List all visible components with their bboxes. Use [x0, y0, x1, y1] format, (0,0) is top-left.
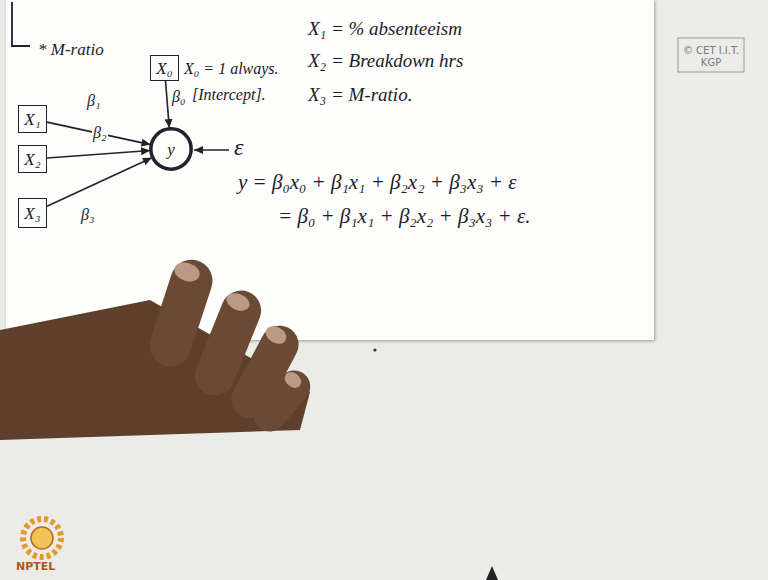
node-text: X₂	[22, 151, 42, 168]
error-arrow	[194, 149, 229, 151]
watermark: © CET I.I.T. KGP	[680, 40, 742, 68]
logo-center	[31, 527, 53, 549]
arrow-line	[166, 81, 170, 128]
output-circle: y	[150, 128, 192, 170]
variable-box: X₂	[18, 145, 47, 173]
note-text: [Intercept].	[192, 86, 266, 104]
note-text: X₁ = % absenteeism	[308, 18, 462, 40]
fingernail	[172, 259, 202, 284]
variable-box: X₀	[150, 55, 179, 81]
circle-shape	[151, 129, 191, 169]
fingernail	[224, 290, 252, 314]
coefficient-label: β₀	[171, 88, 187, 106]
coefficient-label: β₃	[80, 206, 96, 224]
pointer-tip	[486, 566, 498, 580]
node-text: X₀	[154, 60, 174, 77]
coefficient-label: β₂	[92, 124, 108, 142]
nptel-logo	[23, 519, 61, 557]
note-text: X₃ = M-ratio.	[308, 84, 412, 106]
finger	[247, 364, 317, 438]
fingernail	[263, 323, 290, 347]
coefficient-label: β₁	[86, 92, 102, 110]
variable-box: X₁	[18, 105, 47, 133]
logo-ring	[23, 519, 61, 557]
note-text: * M-ratio	[38, 40, 104, 60]
fingernail	[282, 369, 305, 391]
node-text: X₃	[22, 205, 42, 222]
node-text: y	[165, 141, 177, 158]
arrow-line	[47, 151, 150, 159]
note-text: X₂ = Breakdown hrs	[308, 50, 463, 72]
variable-box: X₃	[18, 198, 47, 228]
note-text: ε	[234, 134, 243, 162]
hand	[0, 254, 317, 440]
watermark-box	[678, 38, 744, 72]
arrow-line	[47, 122, 151, 145]
node-text: X₁	[22, 111, 42, 128]
dot	[373, 348, 376, 351]
note-text: y = β₀x₀ + β₁x₁ + β₂x₂ + β₃x₃ + ε	[238, 170, 516, 194]
logo-text: NPTEL	[16, 561, 55, 574]
note-text: = β₀ + β₁x₁ + β₂x₂ + β₃x₃ + ε.	[278, 204, 531, 228]
bracket-mark	[12, 2, 30, 46]
arrow-line	[47, 158, 152, 207]
note-text: X₀ = 1 always.	[184, 60, 279, 78]
